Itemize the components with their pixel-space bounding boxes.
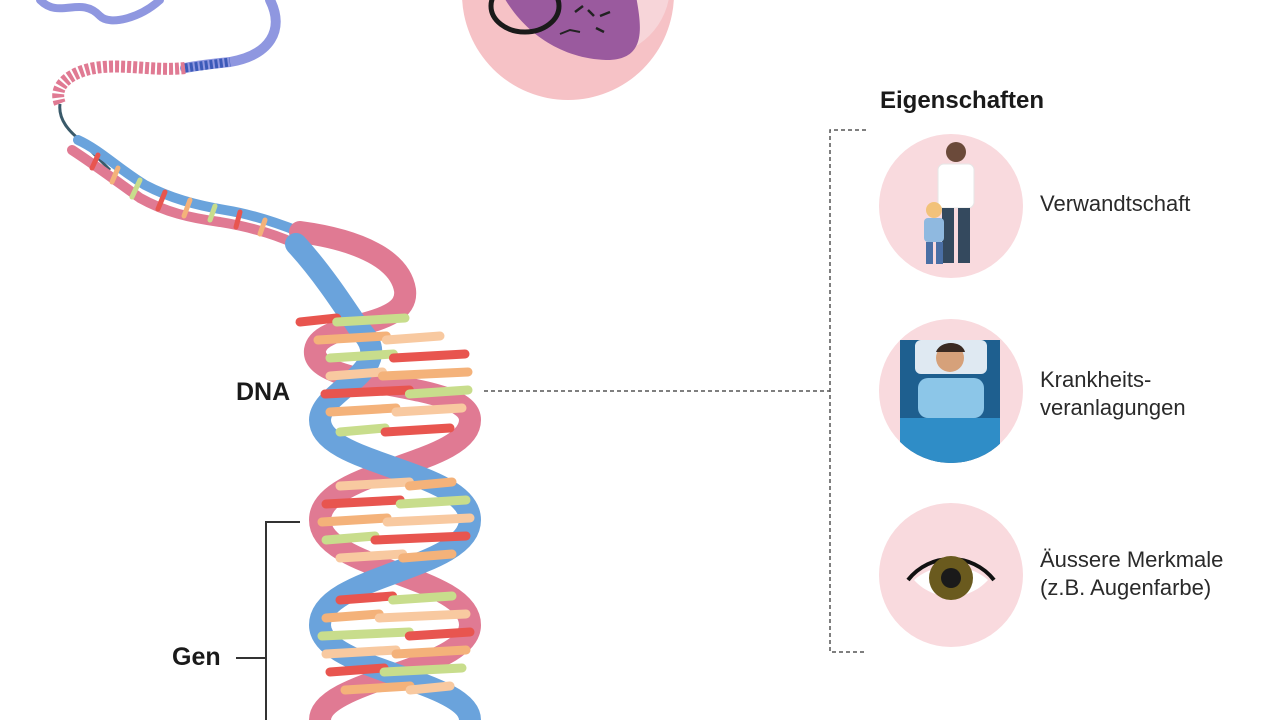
base-pair-segment [340,681,415,695]
property-disease-line-2: veranlagungen [1040,395,1186,420]
base-pair-segment [380,423,455,437]
property-traits-line-2: (z.B. Augenfarbe) [1040,575,1212,600]
base-pair-segment [332,313,410,327]
dna-helix-upper [67,135,305,249]
base-pair-segment [325,349,398,363]
father-and-child-icon [879,134,1023,278]
cell-icon [462,0,674,100]
patient-in-bed-icon [879,319,1023,463]
base-pairs [295,313,475,695]
base-pair-segment [391,645,471,659]
base-pair-segment [388,349,470,363]
base-pair-segment [321,609,384,623]
property-disease-predisposition: Krankheits- veranlagungen [1040,366,1186,422]
base-pair-segment [335,549,408,563]
chromosome-strand-icon [36,0,281,172]
base-pair-segment [317,627,414,641]
base-pair-segment [335,477,414,491]
base-pair-segment [391,403,467,417]
base-pair-segment [325,403,401,417]
properties-title: Eigenschaften [880,87,1045,114]
base-pair-segment [313,331,391,345]
base-pair-segment [379,663,467,677]
dna-helix-main [285,221,482,720]
base-pair-segment [395,495,471,509]
base-pair-segment [335,423,390,437]
property-relationship-line: Verwandtschaft [1040,191,1191,216]
base-pair-segment [321,531,380,545]
base-pair-segment [325,663,389,677]
base-pair-segment [320,385,414,399]
base-pair-segment [295,313,342,327]
base-pair-segment [335,591,398,605]
base-pair-segment [404,385,473,399]
base-pair-segment [317,513,392,527]
base-pair-segment [321,645,401,659]
base-pair-segment [370,531,471,545]
eye-icon [879,503,1023,647]
base-pair-segment [377,367,473,381]
base-pair-segment [321,495,405,509]
dna-connector-line [484,129,866,653]
property-external-traits: Äussere Merkmale (z.B. Augenfarbe) [1040,546,1223,602]
base-pair-segment [381,331,445,345]
property-relationship: Verwandtschaft [1040,190,1190,218]
property-traits-line-1: Äussere Merkmale [1040,547,1224,572]
base-pair-segment [398,549,457,563]
base-pair-segment [374,609,471,623]
dna-label: DNA [236,378,291,406]
base-pair-segment [405,681,455,695]
property-disease-line-1: Krankheits- [1040,367,1152,392]
base-pair-segment [325,367,387,381]
gene-label: Gen [172,643,221,671]
base-pair-segment [388,591,457,605]
gene-bracket [236,521,300,720]
base-pair-segment [382,513,475,527]
base-pair-segment [404,627,475,641]
base-pair-segment [404,477,457,491]
